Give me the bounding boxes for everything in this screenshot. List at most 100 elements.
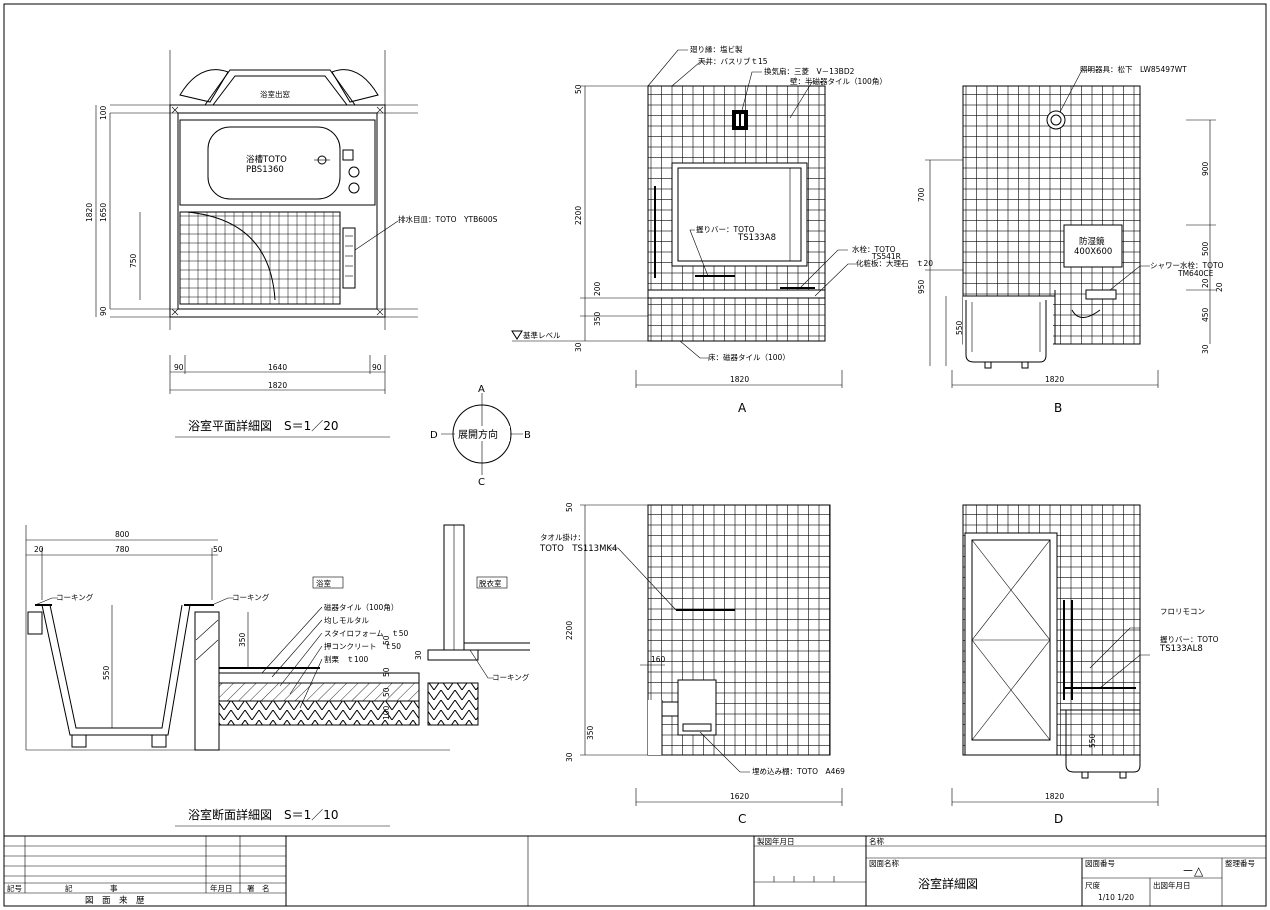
elev-c-note-3: 埋め込み棚：TOTO A469 [752, 766, 845, 776]
tb-drawingname-label: 図面名称 [869, 858, 899, 868]
elev-a-note-8: TS541R [871, 252, 901, 261]
elev-b-dim-550: 550 [955, 320, 964, 335]
elevation-a: 廻り縁：塩ビ製 天井：バスリブｔ15 換気扇：三菱 V－13BD2 壁：半磁器タ… [511, 44, 933, 415]
tb-scale: 1/10 1/20 [1098, 893, 1134, 902]
elev-a-note-10: 床：磁器タイル（100） [708, 352, 790, 362]
elev-a-note-3: 換気扇：三菱 V－13BD2 [764, 66, 855, 76]
section-material-4: 押コンクリート ｔ50 [324, 641, 401, 651]
elev-b-shower-1: シャワー水栓：TOTO [1150, 260, 1224, 270]
elev-a-note-5: 握りバー：TOTO [696, 224, 755, 234]
elev-b-dim-900: 900 [1201, 161, 1210, 176]
section-material-3: スタイロフォーム ｔ50 [324, 629, 409, 638]
elev-c-note-2: TOTO TS113MK4 [539, 544, 617, 554]
elev-c-dim-2200: 2200 [565, 621, 574, 640]
elev-b-mirror: 防湿鏡 [1079, 236, 1105, 247]
direction-c: C [478, 477, 485, 488]
tb-outdate: 出図年月日 [1153, 880, 1191, 890]
elev-a-label: A [738, 401, 747, 415]
title-block: 記号 記 事 年月日 署 名 図 面 来 歴 製図年月日 名称 図面名称 浴室詳… [3, 835, 1267, 907]
elevation-d: フロリモコン 握りバー：TOTO TS133AL8 550 1820 D [951, 504, 1219, 826]
section-dim-100: 100 [382, 705, 391, 720]
elev-b-light: 照明器具：松下 LW85497WT [1080, 64, 1187, 74]
tb-history: 図 面 来 歴 [85, 896, 145, 906]
elev-a-width: 1820 [730, 375, 749, 384]
elev-c-dim-50: 50 [565, 502, 574, 512]
elev-b-dim-500: 500 [1201, 241, 1210, 256]
elev-c-width: 1620 [730, 792, 749, 801]
plan-dim-1820: 1820 [85, 203, 94, 222]
section-material-5: 割栗 ｔ100 [324, 654, 369, 664]
section-dim-20: 20 [34, 545, 44, 554]
elev-a-note-7: 水栓：TOTO [852, 244, 896, 254]
section-dim-50c: 50 [382, 667, 391, 677]
section-dim-550: 550 [102, 665, 111, 680]
section-caulk-2: コーキング [232, 592, 270, 602]
elev-b-dim-700: 700 [917, 187, 926, 202]
bathroom-plan: 浴室出窓 浴槽TOTO PBS1360 排水目皿：TOTO YTB600S 1 [85, 50, 498, 438]
plan-title: 浴室平面詳細図 S＝1／20 [188, 418, 339, 433]
direction-indicator: 展開方向 A B C D [430, 384, 531, 488]
direction-a: A [478, 384, 485, 395]
plan-dim-1650: 1650 [99, 203, 108, 222]
elev-c-dim-30: 30 [565, 752, 574, 762]
plan-dim-100: 100 [99, 105, 108, 120]
direction-b: B [524, 430, 531, 441]
elev-a-level: 基準レベル [523, 330, 561, 340]
elevation-c: タオル掛け： TOTO TS113MK4 埋め込み棚：TOTO A469 50 … [539, 502, 845, 826]
section-dim-780: 780 [115, 545, 130, 554]
elev-c-note-1: タオル掛け： [540, 532, 585, 542]
section-dim-30: 30 [414, 650, 423, 660]
tb-revision: －△ [1182, 864, 1204, 878]
section-dress-label: 脱衣室 [479, 578, 502, 588]
section-dim-50: 50 [213, 545, 223, 554]
section-material-1: 磁器タイル（100角） [324, 602, 398, 612]
section-caulk-1: コーキング [56, 592, 94, 602]
elev-a-note-4: 壁：半磁器タイル（100角） [790, 76, 887, 86]
elev-d-width: 1820 [1045, 792, 1064, 801]
elev-d-note-1: フロリモコン [1160, 607, 1205, 616]
plan-bottom-90r: 90 [372, 363, 382, 372]
plan-bottom-1820: 1820 [268, 381, 287, 390]
direction-label: 展開方向 [458, 428, 498, 441]
plan-bottom-1640: 1640 [268, 363, 287, 372]
elev-b-dim-20b: 20 [1215, 282, 1224, 292]
elev-a-dim-2200: 2200 [574, 206, 583, 225]
section-dim-800: 800 [115, 530, 130, 539]
tb-drawingno-label: 図面番号 [1085, 858, 1115, 868]
elev-b-shower-2: TM640CE [1177, 269, 1214, 278]
plan-tub-line2: PBS1360 [246, 165, 284, 175]
elev-a-dim-350: 350 [593, 311, 602, 326]
tb-col-sign: 署 名 [247, 883, 270, 893]
elev-c-label: C [738, 812, 746, 826]
elev-b-dim-450: 450 [1201, 307, 1210, 322]
tb-revision-label: 整理番号 [1225, 858, 1255, 868]
section-title: 浴室断面詳細図 S＝1／10 [188, 807, 339, 822]
elev-a-note-6: TS133A8 [737, 233, 776, 243]
elev-b-dim-30: 30 [1201, 344, 1210, 354]
section-dim-50d: 50 [382, 635, 391, 645]
elev-d-label: D [1054, 812, 1063, 826]
elev-b-mirror-size: 400X600 [1074, 247, 1112, 257]
plan-door-label: 浴室出窓 [260, 89, 290, 99]
section-material-2: 均しモルタル [324, 615, 369, 625]
section-caulk-3: コーキング [492, 672, 530, 682]
elev-b-dim-20a: 20 [1201, 278, 1210, 288]
bathroom-section: 800 20 780 50 550 350 30 100 50 50 50 コー… [25, 524, 530, 827]
direction-d: D [430, 430, 438, 441]
tb-name: 名称 [869, 836, 884, 846]
elev-b-width: 1820 [1045, 375, 1064, 384]
tb-drawingname: 浴室詳細図 [918, 876, 978, 891]
elevation-b: 防湿鏡 400X600 照明器具：松下 LW85497WT シャワー水栓：TOT… [917, 64, 1224, 415]
tb-col-date: 年月日 [210, 883, 233, 893]
plan-tub-line1: 浴槽TOTO [246, 154, 287, 165]
elev-c-dim-160: 160 [651, 655, 666, 664]
section-dim-50b: 50 [382, 687, 391, 697]
elev-a-note-9: 化粧板：大理石 ｔ20 [856, 258, 933, 268]
elev-d-note-3: TS133AL8 [1159, 644, 1203, 654]
plan-dim-750: 750 [129, 253, 138, 268]
elev-c-dim-350: 350 [586, 725, 595, 740]
elev-b-dim-950: 950 [917, 279, 926, 294]
section-dim-350: 350 [238, 632, 247, 647]
elev-a-note-1: 廻り縁：塩ビ製 [690, 44, 743, 54]
